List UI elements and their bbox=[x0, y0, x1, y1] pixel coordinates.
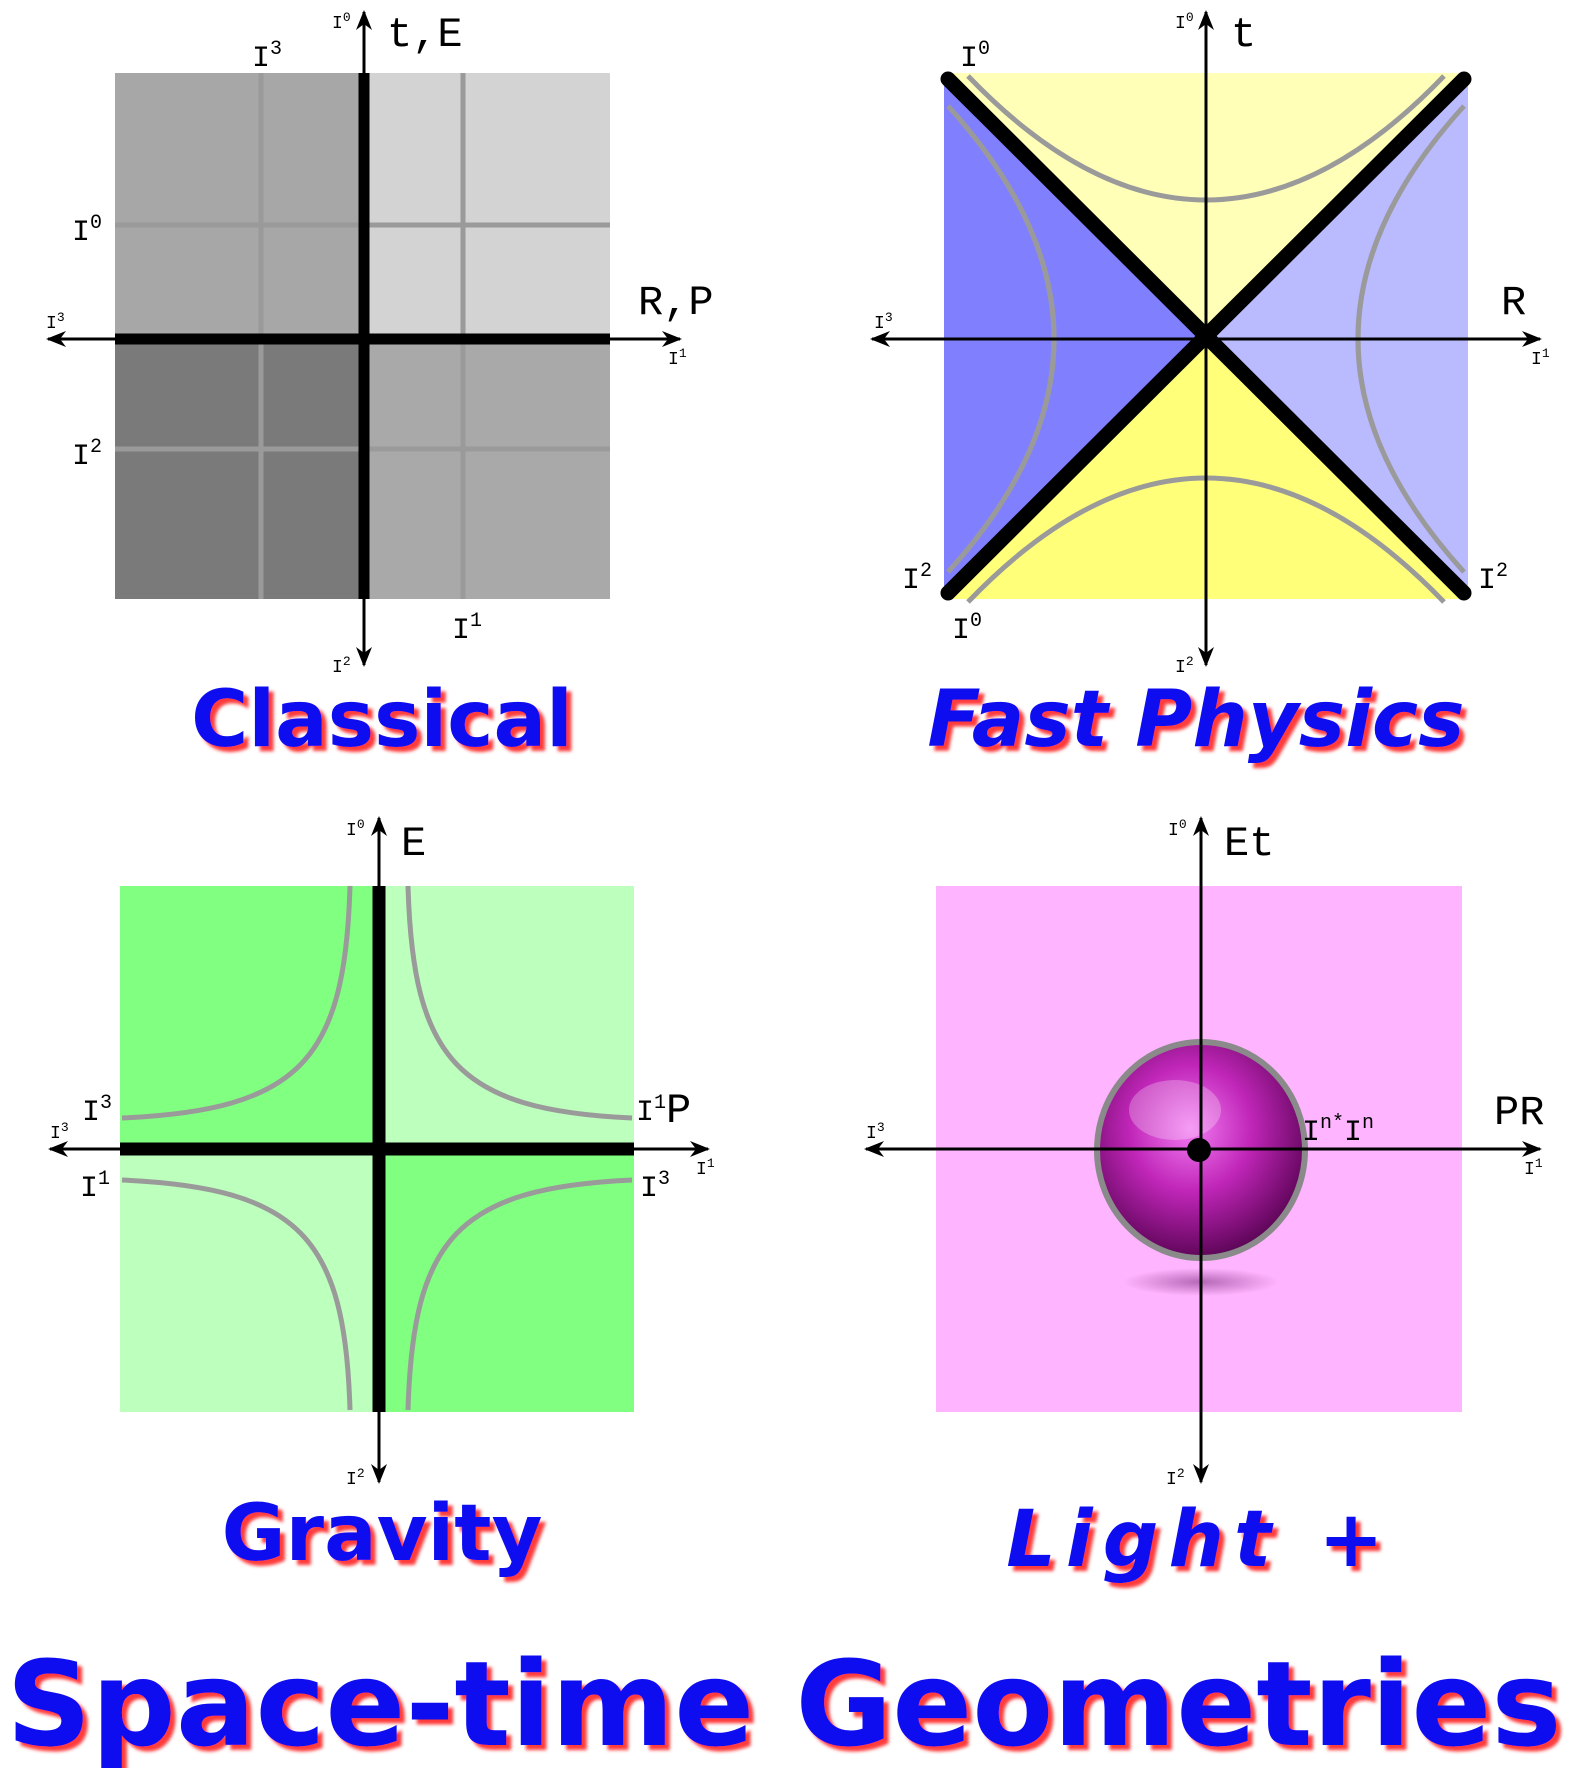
caption-light: Light + bbox=[1006, 1495, 1394, 1585]
svg-text:I1: I1 bbox=[1524, 1156, 1543, 1180]
svg-text:I0: I0 bbox=[952, 610, 982, 648]
svg-text:I0: I0 bbox=[72, 212, 102, 250]
svg-text:I0: I0 bbox=[1175, 10, 1194, 34]
quadrant-lower-left bbox=[120, 1149, 379, 1412]
svg-text:I3: I3 bbox=[252, 38, 282, 76]
svg-text:I1: I1 bbox=[636, 1092, 666, 1130]
caption-gravity: Gravity bbox=[222, 1489, 543, 1579]
quadrant-upper-left bbox=[120, 886, 379, 1149]
svg-text:I2: I2 bbox=[72, 436, 102, 474]
svg-text:I1: I1 bbox=[1531, 346, 1550, 370]
svg-text:I3: I3 bbox=[640, 1168, 670, 1206]
svg-text:I2: I2 bbox=[902, 560, 932, 598]
x-axis-label: R bbox=[1501, 279, 1526, 327]
right-region bbox=[1206, 73, 1468, 599]
svg-text:I2: I2 bbox=[346, 1466, 365, 1490]
hyperbolas bbox=[121, 885, 633, 1411]
y-axis-label: t bbox=[1231, 11, 1256, 59]
quadrant-upper-right bbox=[379, 886, 634, 1149]
origin-dot bbox=[1187, 1138, 1211, 1162]
svg-text:I1: I1 bbox=[668, 346, 687, 370]
quadrant-lower-right bbox=[379, 1149, 634, 1412]
y-axis-label: Et bbox=[1224, 820, 1274, 868]
svg-text:I0: I0 bbox=[332, 10, 351, 34]
left-region bbox=[944, 73, 1206, 599]
svg-text:I0: I0 bbox=[1168, 817, 1187, 841]
caption-fast-physics: Fast Physics bbox=[927, 675, 1464, 765]
caption-classical: Classical bbox=[191, 675, 573, 765]
x-axis-label: PR bbox=[1494, 1089, 1544, 1137]
gravity-panel: E P I0 I1 I2 I3 I3 I1 I1 I3 Gravity bbox=[48, 816, 715, 1579]
x-axis-label: R,P bbox=[638, 279, 714, 327]
svg-text:I2: I2 bbox=[1478, 560, 1508, 598]
quadrant-lower-left bbox=[115, 339, 364, 599]
quadrant-lower-right bbox=[364, 339, 610, 599]
svg-text:I2: I2 bbox=[1166, 1466, 1185, 1490]
svg-text:I1: I1 bbox=[696, 1156, 715, 1180]
y-axis-label: E bbox=[401, 820, 426, 868]
classical-panel: t,E R,P I0 I1 I2 I3 I3 I0 I2 I1 Classica… bbox=[46, 10, 714, 765]
svg-text:I3: I3 bbox=[50, 1120, 69, 1144]
quadrant-upper-right bbox=[364, 73, 610, 339]
svg-text:I3: I3 bbox=[82, 1092, 112, 1130]
orb-highlight bbox=[1129, 1080, 1221, 1140]
svg-text:I1: I1 bbox=[80, 1168, 110, 1206]
svg-text:I1: I1 bbox=[452, 610, 482, 648]
page-title: Space-time Geometries bbox=[6, 1635, 1561, 1768]
x-axis-label: P bbox=[666, 1087, 691, 1135]
fast-physics-panel: t R I0 I1 I2 I3 I0 I2 I0 I2 Fast Physics bbox=[870, 10, 1550, 765]
y-axis-label: t,E bbox=[387, 11, 463, 59]
svg-text:I0: I0 bbox=[960, 38, 990, 76]
svg-text:I0: I0 bbox=[346, 817, 365, 841]
svg-text:I3: I3 bbox=[866, 1120, 885, 1144]
quadrant-upper-left bbox=[115, 73, 364, 339]
svg-text:I3: I3 bbox=[46, 310, 65, 334]
light-panel: Et PR In*In I0 I1 I2 I3 Light + bbox=[864, 816, 1544, 1585]
svg-text:I3: I3 bbox=[874, 310, 893, 334]
